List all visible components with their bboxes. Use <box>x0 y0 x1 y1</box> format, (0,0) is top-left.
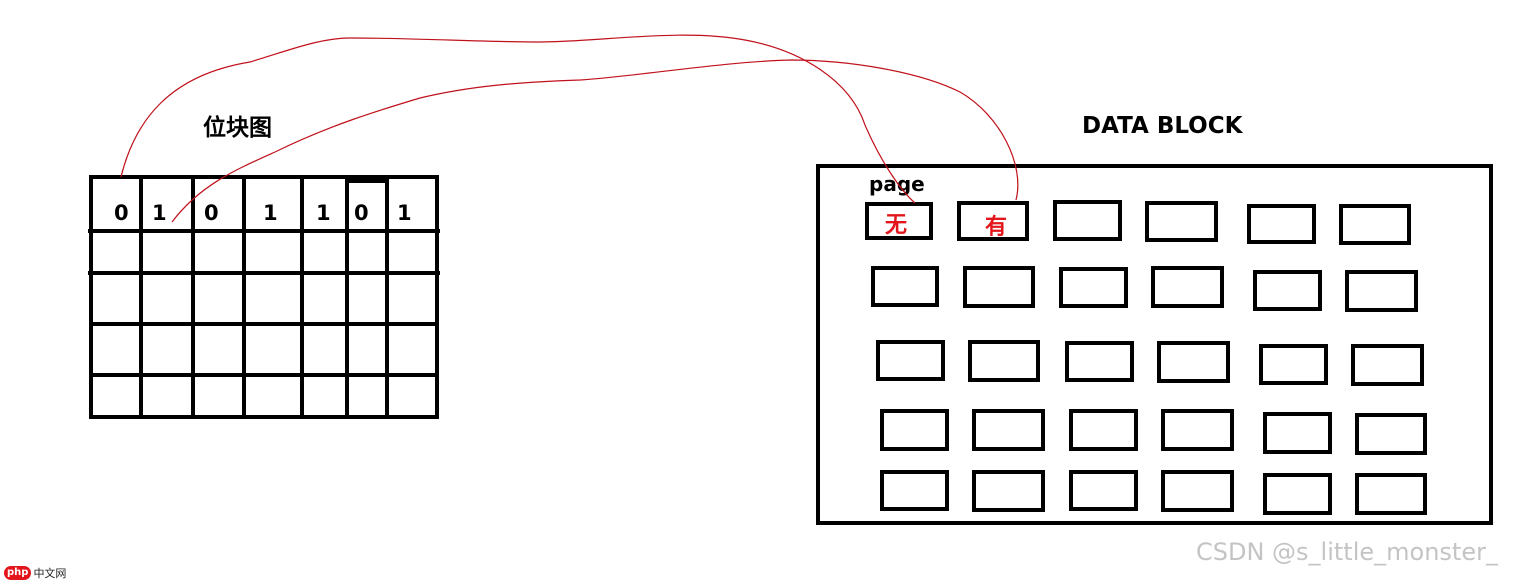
php-logo-text: 中文网 <box>33 567 67 580</box>
page-box <box>1253 270 1322 311</box>
php-site-logo: php 中文网 <box>4 565 66 581</box>
page-box <box>968 340 1040 382</box>
bitmap-bit: 0 <box>114 201 129 225</box>
page-box <box>871 266 939 307</box>
page-box <box>1339 204 1411 245</box>
page-box <box>876 340 945 381</box>
bitmap-title: 位块图 <box>203 114 272 141</box>
link-line-bit0-to-page1 <box>120 34 916 204</box>
page-box <box>972 409 1045 451</box>
data-block-frame <box>816 164 1493 525</box>
page-box <box>1263 473 1332 515</box>
page-box <box>1069 470 1138 511</box>
bitmap-bit: 0 <box>354 201 369 225</box>
page-box <box>1259 344 1328 385</box>
page-box <box>880 409 949 451</box>
page-box <box>1059 267 1128 308</box>
bitmap-grid-border <box>89 175 439 419</box>
page-box <box>1355 473 1427 515</box>
page-box <box>1065 341 1134 382</box>
page-box <box>1053 200 1122 241</box>
page-box <box>1247 204 1316 244</box>
page-box <box>1351 344 1424 386</box>
bitmap-bit: 1 <box>263 201 278 225</box>
page-box <box>1145 201 1218 242</box>
page-grid <box>865 200 1427 515</box>
page-status-used: 有 <box>985 214 1007 240</box>
bitmap-bit: 0 <box>204 201 219 225</box>
page-label: page <box>869 172 925 196</box>
page-box <box>1157 341 1230 383</box>
page-box <box>880 470 949 511</box>
page-box <box>1161 470 1234 512</box>
link-line-bit1-to-page2 <box>171 59 1019 223</box>
page-box <box>963 266 1035 308</box>
csdn-watermark: CSDN @s_little_monster_ <box>1196 538 1498 566</box>
page-box <box>1345 270 1418 312</box>
php-logo-badge: php <box>4 566 32 580</box>
bitmap-bit: 1 <box>316 201 331 225</box>
page-box <box>1263 412 1332 454</box>
page-box <box>1355 413 1427 455</box>
page-box <box>1151 266 1224 308</box>
page-box <box>865 202 933 240</box>
bitmap-bit: 1 <box>152 201 167 225</box>
data-block-title: DATA BLOCK <box>1082 113 1244 139</box>
page-box <box>972 470 1045 512</box>
link-lines <box>120 34 1019 223</box>
page-box <box>957 201 1029 241</box>
bitmap-grid <box>88 175 440 419</box>
bitmap-bit: 1 <box>397 201 412 225</box>
page-box <box>1069 409 1138 451</box>
page-box <box>1161 409 1234 451</box>
page-status-free: 无 <box>885 213 907 238</box>
